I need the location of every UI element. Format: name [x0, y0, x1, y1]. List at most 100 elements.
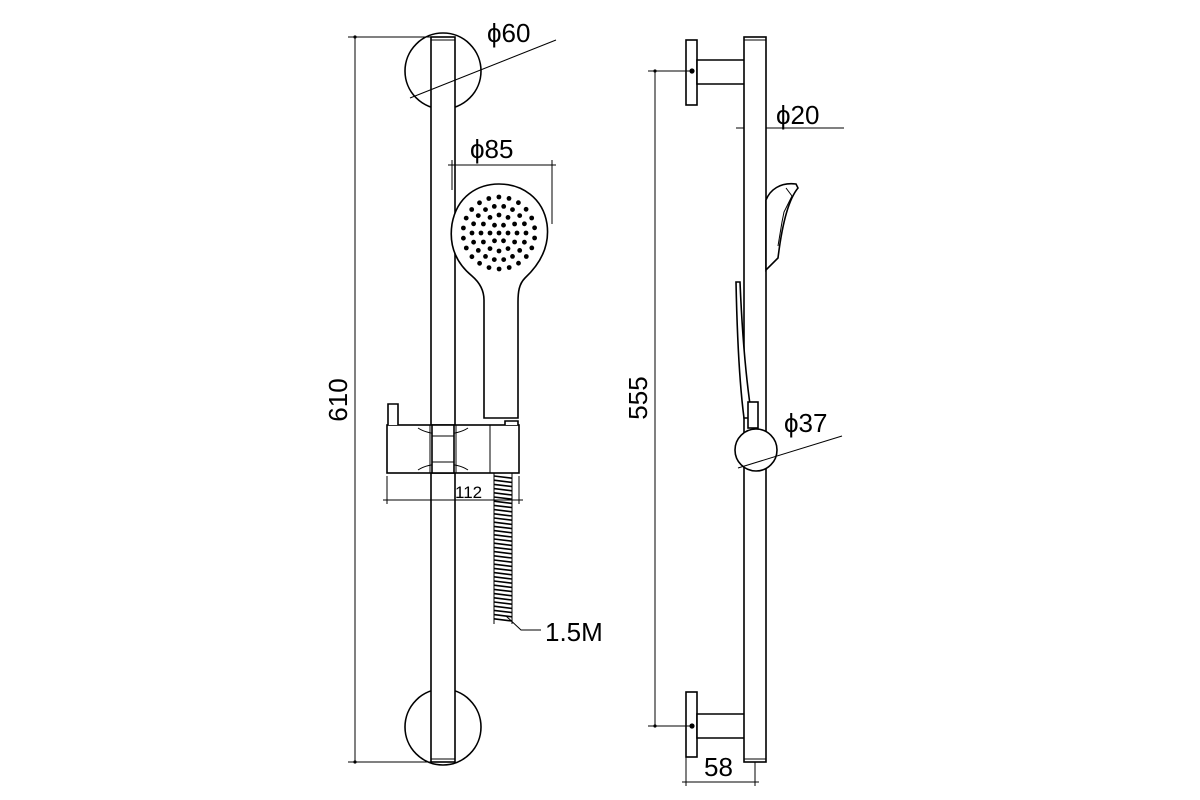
slider-diameter-label: ϕ37 [784, 408, 827, 438]
nozzle [510, 254, 515, 259]
bracket-spacing-label: 555 [623, 376, 653, 419]
hose-coil [493, 504, 513, 509]
nozzle [505, 230, 511, 236]
nozzle [532, 225, 537, 231]
hose-coil [493, 550, 513, 555]
hose-coil [493, 475, 513, 479]
hose-coil [493, 487, 513, 492]
nozzle [463, 245, 469, 251]
nozzle [510, 207, 515, 213]
nozzle [477, 200, 482, 206]
slider-holder [386, 403, 520, 474]
nozzle [496, 248, 502, 254]
nozzle [501, 238, 506, 244]
nozzle [475, 248, 481, 253]
nozzle [496, 212, 502, 218]
nozzle [496, 230, 502, 236]
nozzle [471, 221, 476, 227]
hose-coil [493, 513, 513, 517]
nozzle [514, 230, 520, 236]
hose-coil [493, 601, 513, 605]
nozzle [523, 206, 529, 212]
hose-coil [493, 609, 513, 614]
hose-coil [493, 613, 513, 618]
bracket-diameter-label: ϕ60 [487, 18, 530, 48]
nozzle [496, 266, 502, 272]
nozzle [471, 239, 476, 245]
nozzle [491, 204, 497, 209]
hose-coil [493, 483, 513, 488]
shower-hose [493, 473, 513, 624]
hand-shower [450, 183, 549, 419]
nozzle [483, 207, 488, 213]
nozzle [517, 213, 523, 219]
hose-coil [493, 508, 513, 513]
nozzle [523, 230, 529, 236]
nozzle [481, 239, 486, 245]
hose-coil [493, 555, 513, 559]
nozzle [477, 260, 482, 266]
slide-rail [430, 36, 456, 763]
hose-coil [493, 597, 513, 601]
nozzle [505, 215, 511, 220]
hose-coil [493, 542, 513, 547]
overall-height-label: 610 [323, 378, 353, 421]
nozzle [469, 207, 475, 212]
nozzle [475, 213, 481, 219]
hose-coil [493, 479, 513, 484]
front-dimensions: 610 ϕ60 ϕ85 112 1.5M [323, 18, 603, 764]
nozzle [469, 254, 475, 260]
shower-nozzles [461, 194, 537, 272]
nozzle [512, 221, 517, 227]
head-diameter-label: ϕ85 [470, 134, 513, 164]
rail-diameter-label: ϕ20 [776, 100, 819, 130]
hose-coil [493, 534, 513, 538]
hose-coil [493, 584, 513, 589]
nozzle [506, 196, 512, 201]
nozzle [469, 230, 475, 236]
nozzle [492, 238, 497, 244]
nozzle [522, 239, 527, 245]
nozzle [529, 245, 535, 251]
hose-length-label: 1.5M [545, 617, 603, 647]
hose-coil [493, 521, 513, 526]
nozzle [491, 257, 497, 262]
hose-coil [493, 592, 513, 597]
nozzle [516, 260, 521, 266]
hose-coil [493, 605, 513, 610]
nozzle [501, 257, 507, 262]
nozzle [463, 215, 469, 221]
hose-coil [493, 500, 513, 505]
hose-coil [493, 576, 513, 580]
nozzle [483, 254, 488, 259]
nozzle [532, 235, 537, 241]
hose-coil [493, 618, 513, 622]
side-view [685, 36, 799, 763]
hose-coil [493, 559, 513, 563]
nozzle [512, 239, 517, 245]
hose-coil [493, 580, 513, 584]
nozzle [461, 225, 466, 231]
nozzle [461, 235, 466, 241]
nozzle [516, 200, 521, 206]
hose-coil [493, 571, 513, 576]
nozzle [501, 222, 506, 228]
hose-coil [493, 492, 513, 496]
slider-width-label: 112 [455, 483, 482, 502]
front-view [386, 32, 549, 766]
nozzle [487, 215, 493, 220]
bottom-side-bracket [685, 691, 755, 758]
hose-coil [493, 529, 513, 534]
hose-coil [493, 588, 513, 593]
nozzle [492, 222, 497, 228]
hose-coil [493, 538, 513, 542]
nozzle [505, 246, 511, 252]
nozzle [506, 265, 512, 270]
hose-coil [493, 496, 513, 500]
nozzle [481, 221, 486, 227]
nozzle [523, 254, 529, 259]
hose-coil [493, 567, 513, 572]
nozzle [517, 248, 523, 253]
nozzle [487, 230, 493, 236]
